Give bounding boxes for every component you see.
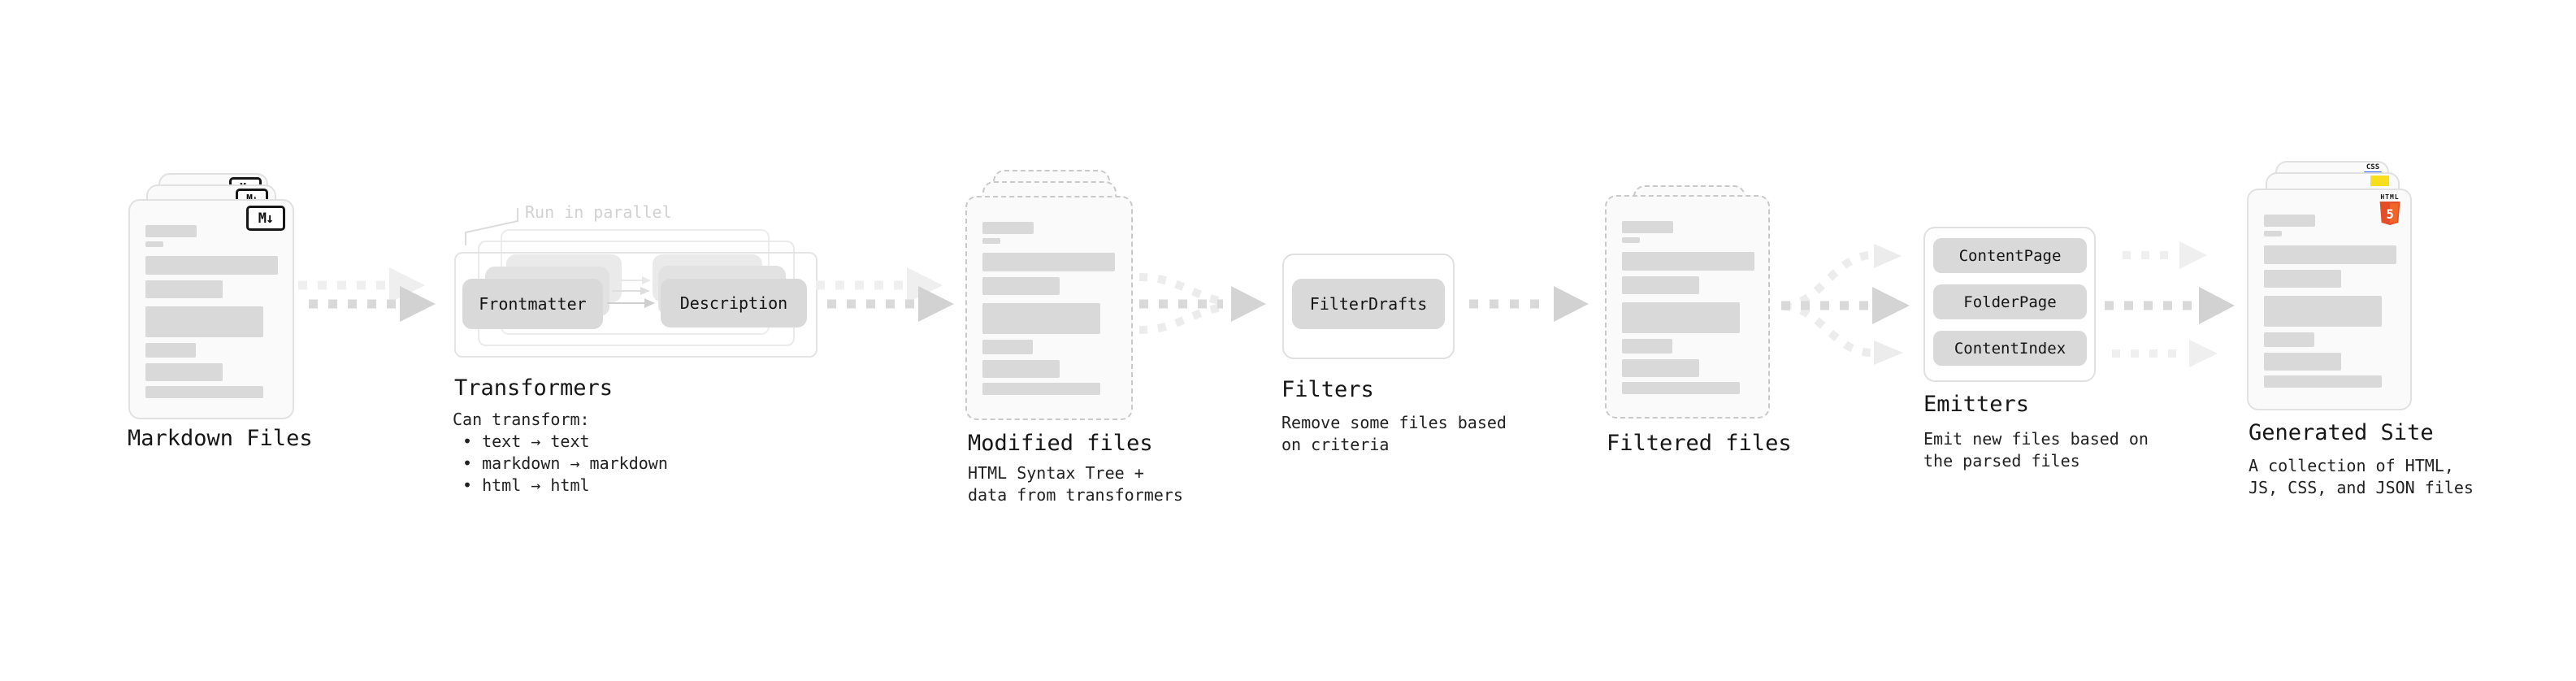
stage-title-filters: Filters: [1281, 377, 1374, 402]
desc-line: • markdown → markdown: [462, 453, 668, 473]
placeholder-text-bar: [982, 238, 1000, 244]
desc-line: JS, CSS, and JSON files: [2249, 478, 2474, 497]
placeholder-text-bar: [2264, 245, 2396, 264]
stage-title-filtered-files: Filtered files: [1607, 431, 1792, 456]
placeholder-text-bar: [1622, 237, 1640, 243]
desc-line: Remove some files based: [1281, 413, 1507, 432]
stage-title-emitters: Emitters: [1923, 392, 2030, 417]
desc-line: HTML Syntax Tree +: [968, 463, 1144, 483]
placeholder-text-bar: [982, 303, 1100, 334]
description-box: Description: [661, 279, 807, 327]
generated-file-card-front: HTML 5: [2247, 189, 2412, 410]
placeholder-text-bar: [145, 386, 263, 398]
desc-line: the parsed files: [1923, 451, 2080, 471]
placeholder-text-bar: [1622, 252, 1754, 271]
transformers-description: Can transform: • text → text • markdown …: [453, 409, 668, 497]
arrow-1: [309, 286, 436, 322]
markdown-icon: M↓: [246, 206, 285, 231]
contentpage-box: ContentPage: [1933, 238, 2087, 273]
generated-description: A collection of HTML, JS, CSS, and JSON …: [2249, 455, 2474, 499]
parallel-mini-arrows: [607, 276, 655, 308]
note-leader-line: [465, 208, 518, 245]
filterdrafts-box: FilterDrafts: [1292, 279, 1445, 329]
arrow-6-top: [2123, 241, 2207, 269]
desc-line: A collection of HTML,: [2249, 456, 2454, 475]
frontmatter-box: Frontmatter: [462, 279, 603, 329]
placeholder-text-bar: [2264, 332, 2314, 347]
arrow-2-ghost: [816, 267, 943, 303]
arrow-1-ghost: [298, 267, 425, 303]
arrow-5-fork: [1781, 244, 1910, 365]
placeholder-text-bar: [145, 256, 278, 275]
stage-title-modified-files: Modified files: [968, 431, 1153, 456]
desc-line: Emit new files based on: [1923, 429, 2149, 449]
desc-line: • text → text: [462, 432, 590, 451]
desc-line: on criteria: [1281, 435, 1390, 454]
placeholder-text-bar: [2264, 375, 2382, 388]
js-icon: [2370, 176, 2389, 186]
contentindex-box: ContentIndex: [1933, 331, 2087, 366]
desc-line: Can transform:: [453, 410, 590, 429]
html5-number: 5: [2387, 207, 2394, 222]
placeholder-text-bar: [145, 225, 197, 237]
filters-description: Remove some files based on criteria: [1281, 412, 1507, 456]
filtered-file-card-front: [1605, 195, 1770, 419]
emitters-description: Emit new files based on the parsed files: [1923, 428, 2149, 472]
placeholder-text-bar: [2264, 215, 2315, 227]
placeholder-text-bar: [145, 241, 163, 247]
placeholder-text-bar: [145, 280, 223, 298]
placeholder-text-bar: [1622, 302, 1740, 333]
markdown-file-card-front: M↓: [128, 199, 294, 419]
placeholder-text-bar: [1622, 339, 1672, 354]
placeholder-text-bar: [982, 360, 1060, 378]
arrow-2: [827, 286, 954, 322]
stage-title-markdown-files: Markdown Files: [128, 426, 313, 451]
placeholder-text-bar: [982, 253, 1115, 271]
transformer-container-front: [454, 252, 817, 358]
stage-title-transformers: Transformers: [454, 375, 614, 401]
placeholder-text-bar: [1622, 221, 1673, 233]
placeholder-text-bar: [145, 343, 196, 358]
run-in-parallel-note: Run in parallel: [525, 202, 672, 222]
placeholder-text-bar: [982, 277, 1060, 295]
placeholder-text-bar: [2264, 231, 2282, 236]
placeholder-text-bar: [2264, 353, 2341, 371]
desc-line: • html → html: [462, 475, 590, 495]
arrow-3-converge: [1138, 273, 1266, 334]
placeholder-text-bar: [1622, 382, 1740, 394]
placeholder-text-bar: [1622, 359, 1699, 377]
stage-title-generated-site: Generated Site: [2249, 420, 2434, 445]
arrow-6-bottom: [2112, 340, 2218, 367]
arrow-4: [1469, 286, 1589, 322]
placeholder-text-bar: [145, 306, 263, 337]
html5-label: HTML: [2380, 193, 2400, 201]
folderpage-box: FolderPage: [1933, 284, 2087, 319]
placeholder-text-bar: [982, 383, 1100, 395]
placeholder-text-bar: [982, 340, 1033, 354]
modified-file-card-front: [965, 196, 1133, 420]
placeholder-text-bar: [1622, 276, 1699, 294]
html5-icon: HTML 5: [2379, 193, 2401, 225]
arrow-6-middle: [2105, 287, 2235, 324]
placeholder-text-bar: [2264, 270, 2341, 288]
placeholder-text-bar: [982, 222, 1034, 234]
css-badge-label: CSS: [2366, 163, 2380, 171]
modified-description: HTML Syntax Tree + data from transformer…: [968, 462, 1183, 506]
desc-line: data from transformers: [968, 485, 1183, 505]
placeholder-text-bar: [145, 363, 223, 381]
placeholder-text-bar: [2264, 296, 2382, 327]
